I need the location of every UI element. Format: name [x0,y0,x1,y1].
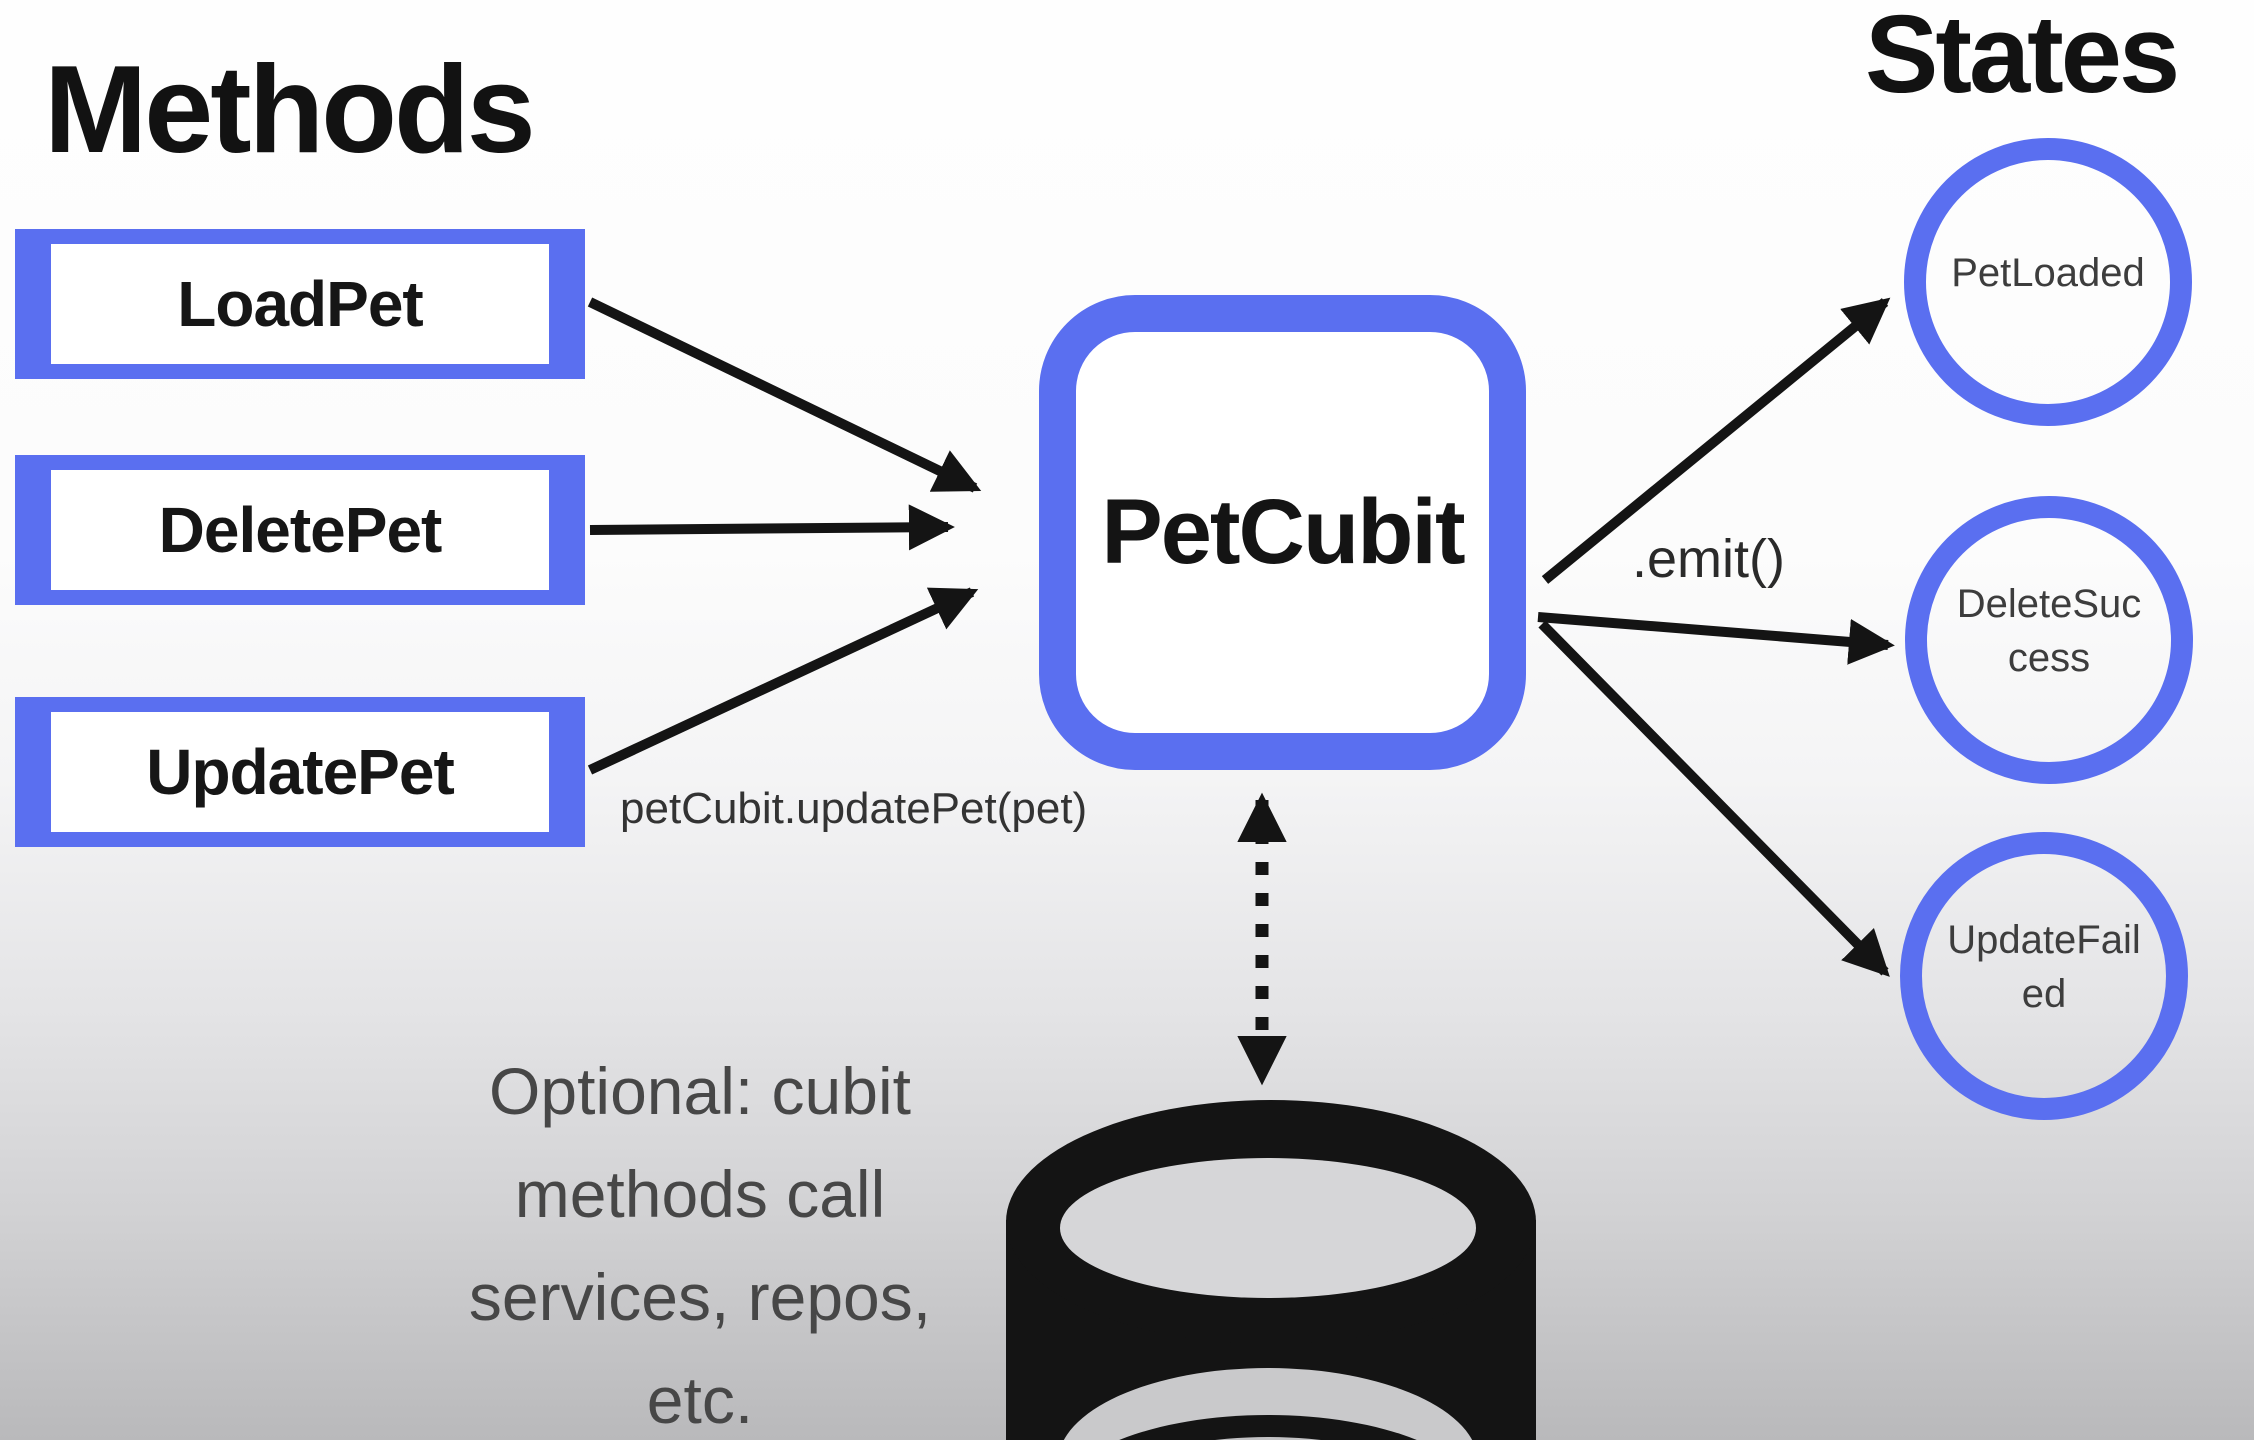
state-label-line: DeleteSuc [1956,582,2142,626]
state-circle-petloaded: PetLoaded [1904,138,2192,426]
optional-note-line: methods call [514,1157,886,1231]
method-label-deletepet: DeletePet [158,494,443,566]
arrow-petcubit-to-petloaded [1541,297,1891,584]
emit-annotation: .emit() [1632,529,1785,589]
method-box-inner: LoadPet [51,244,549,364]
state-label-line: UpdateFail [1947,918,2141,962]
method-box-updatepet: UpdatePet [15,697,585,847]
state-label-line: PetLoaded [1951,251,2145,295]
arrow-loadpet-to-petcubit [587,297,982,493]
arrow-petcubit-to-deletesuccess [1537,612,1895,665]
arrow-updatepet-to-petcubit [587,587,979,775]
optional-note-line: services, repos, [468,1260,932,1334]
optional-note-line: Optional: cubit [489,1054,911,1128]
state-label-line: cess [2007,636,2091,680]
method-label-updatepet: UpdatePet [146,736,454,808]
methods-title: Methods [44,41,536,179]
state-circle-deletesuccess: DeleteSuc cess [1905,496,2193,784]
method-label-loadpet: LoadPet [177,268,423,340]
method-box-inner: DeletePet [51,470,549,590]
method-box-deletepet: DeletePet [15,455,585,605]
state-label-line: ed [2021,972,2067,1016]
optional-note-line: etc. [646,1363,754,1437]
arrow-deletepet-to-petcubit [589,504,955,551]
arrow-petcubit-to-updatefailed [1538,620,1890,977]
petcubit-box: PetCubit [1039,295,1526,770]
states-title: States [1865,0,2180,116]
petcubit-label: PetCubit [1101,481,1465,583]
optional-note: Optional: cubit methods call services, r… [400,1040,1000,1440]
method-call-annotation: petCubit.updatePet(pet) [620,784,1088,833]
method-box-loadpet: LoadPet [15,229,585,379]
state-circle-updatefailed: UpdateFail ed [1900,832,2188,1120]
database-cylinder-icon [1006,1100,1536,1440]
method-box-inner: UpdatePet [51,712,549,832]
